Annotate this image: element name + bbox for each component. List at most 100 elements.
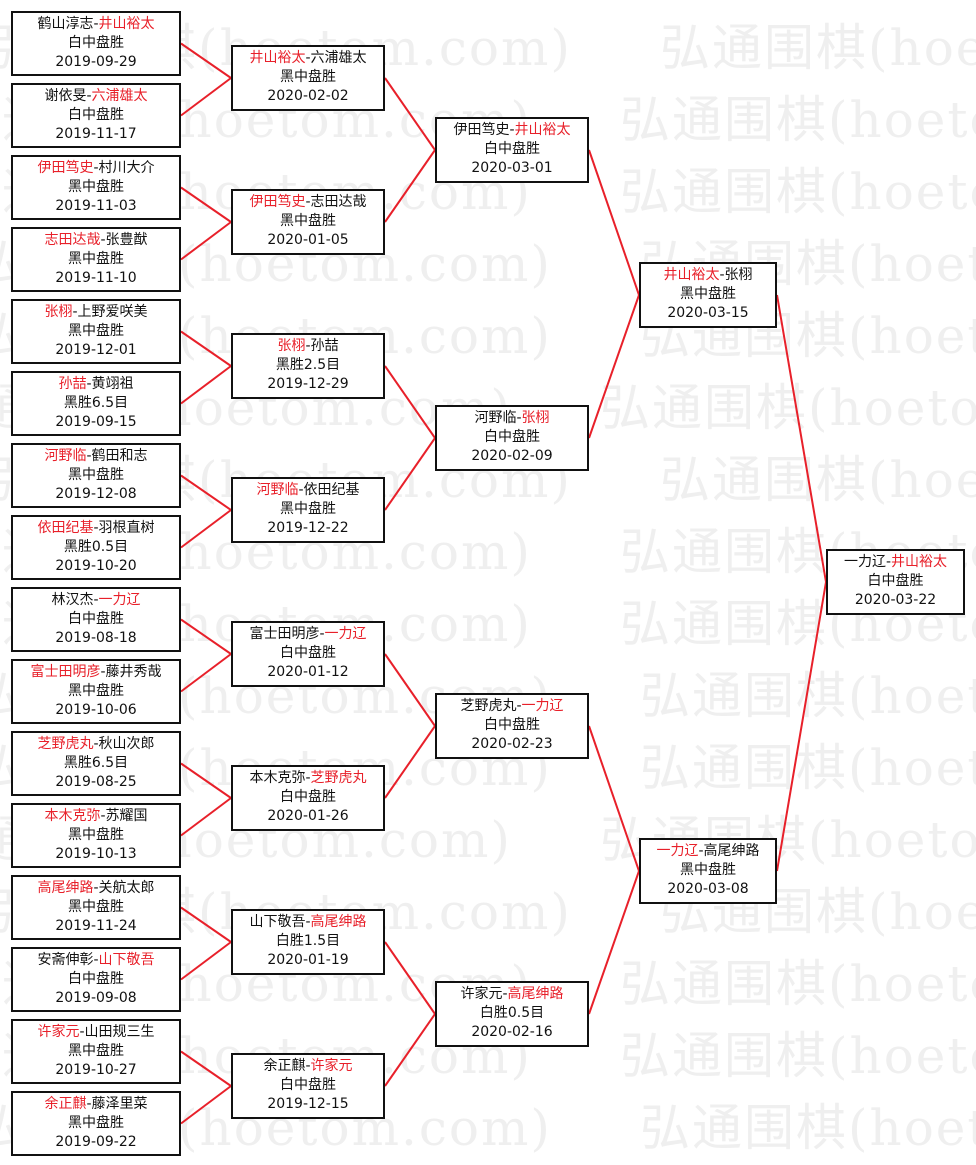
match-date: 2019-09-22 xyxy=(55,1134,137,1150)
player-white: 高尾绅路 xyxy=(310,914,367,930)
match-result: 黑中盘胜 xyxy=(68,899,124,915)
match-result: 黑中盘胜 xyxy=(280,501,336,517)
match-result: 黑中盘胜 xyxy=(68,1115,124,1131)
match-players: 一力辽-井山裕太 xyxy=(843,554,948,570)
match-date: 2020-03-15 xyxy=(667,305,749,321)
player-black: 山下敬吾 xyxy=(249,914,306,930)
match-date: 2020-03-22 xyxy=(854,592,937,608)
connector-line xyxy=(180,474,232,511)
match-result: 黑中盘胜 xyxy=(68,683,124,699)
match-players: 本木克弥-苏耀国 xyxy=(44,808,148,824)
player-white: 秋山次郎 xyxy=(98,736,155,752)
connector-line xyxy=(180,365,232,405)
match-players: 孙喆-黄翊祖 xyxy=(58,376,134,392)
match-players: 伊田笃史-井山裕太 xyxy=(453,122,571,138)
match-date: 2019-11-24 xyxy=(55,918,137,934)
match-date: 2019-11-10 xyxy=(55,270,137,286)
match-players: 谢依旻-六浦雄太 xyxy=(44,88,148,104)
connector-line xyxy=(384,365,436,439)
match-result: 黑中盘胜 xyxy=(68,1043,124,1059)
connector-line xyxy=(180,941,232,981)
player-white: 山田规三生 xyxy=(84,1024,155,1040)
match-date: 2019-10-20 xyxy=(55,558,137,574)
player-white: 高尾绅路 xyxy=(507,986,564,1002)
match-date: 2019-09-15 xyxy=(55,414,137,430)
match-players: 伊田笃史-村川大介 xyxy=(37,160,155,176)
match-date: 2019-09-08 xyxy=(55,990,137,1006)
match-date: 2019-12-29 xyxy=(267,376,349,392)
match-date: 2019-09-29 xyxy=(55,54,137,70)
match-result: 白中盘胜 xyxy=(68,611,124,627)
connector-line xyxy=(180,618,232,655)
match-date: 2020-03-08 xyxy=(667,881,749,897)
player-black: 伊田笃史 xyxy=(249,194,306,210)
connector-line xyxy=(180,1050,232,1087)
player-black: 余正麒 xyxy=(44,1096,87,1112)
match-result: 黑胜2.5目 xyxy=(275,357,341,373)
player-white: 张栩 xyxy=(724,267,753,283)
player-white: 黄翊祖 xyxy=(91,376,134,392)
match-date: 2019-08-18 xyxy=(55,630,137,646)
match-players: 许家元-高尾绅路 xyxy=(460,986,564,1002)
match-players: 河野临-鹤田和志 xyxy=(44,448,148,464)
connector-line xyxy=(588,870,640,1015)
match-players: 富士田明彦-一力辽 xyxy=(249,626,367,642)
player-black: 张栩 xyxy=(277,338,306,354)
match-result: 黑中盘胜 xyxy=(280,213,336,229)
player-black: 富士田明彦 xyxy=(30,664,101,680)
match-result: 白中盘胜 xyxy=(68,35,124,51)
player-black: 芝野虎丸 xyxy=(37,736,94,752)
player-black: 张栩 xyxy=(44,304,73,320)
connector-line xyxy=(384,149,436,223)
match-players: 伊田笃史-志田达哉 xyxy=(249,194,367,210)
match-date: 2019-08-25 xyxy=(55,774,137,790)
match-result: 黑中盘胜 xyxy=(280,69,336,85)
player-white: 一力辽 xyxy=(98,592,141,608)
match-result: 黑中盘胜 xyxy=(68,827,124,843)
match-players: 张栩-上野爱咲美 xyxy=(44,304,148,320)
player-black: 伊田笃史 xyxy=(453,122,510,138)
player-black: 余正麒 xyxy=(263,1058,306,1074)
connector-line xyxy=(180,186,232,223)
player-white: 藤井秀哉 xyxy=(105,664,162,680)
connector-line xyxy=(384,941,436,1015)
player-white: 井山裕太 xyxy=(514,122,571,138)
match-date: 2020-02-02 xyxy=(267,88,349,104)
match-date: 2020-01-26 xyxy=(267,808,349,824)
player-black: 许家元 xyxy=(37,1024,80,1040)
match-players: 山下敬吾-高尾绅路 xyxy=(249,914,367,930)
player-white: 鹤田和志 xyxy=(91,448,148,464)
connector-line xyxy=(384,77,436,151)
connector-line xyxy=(180,762,232,799)
connector-line xyxy=(776,294,827,583)
match-players: 许家元-山田规三生 xyxy=(37,1024,155,1040)
match-players: 张栩-孙喆 xyxy=(277,338,339,354)
match-result: 白中盘胜 xyxy=(867,573,924,589)
connector-line xyxy=(776,581,827,872)
match-result: 白中盘胜 xyxy=(280,789,336,805)
player-black: 孙喆 xyxy=(58,376,87,392)
match-date: 2020-01-19 xyxy=(267,952,349,968)
match-date: 2020-01-05 xyxy=(267,232,349,248)
match-date: 2019-10-13 xyxy=(55,846,137,862)
match-players: 芝野虎丸-秋山次郎 xyxy=(37,736,155,752)
match-players: 河野临-依田纪基 xyxy=(256,482,360,498)
connector-line xyxy=(180,42,232,79)
player-black: 芝野虎丸 xyxy=(460,698,517,714)
match-players: 志田达哉-张豊猷 xyxy=(44,232,148,248)
